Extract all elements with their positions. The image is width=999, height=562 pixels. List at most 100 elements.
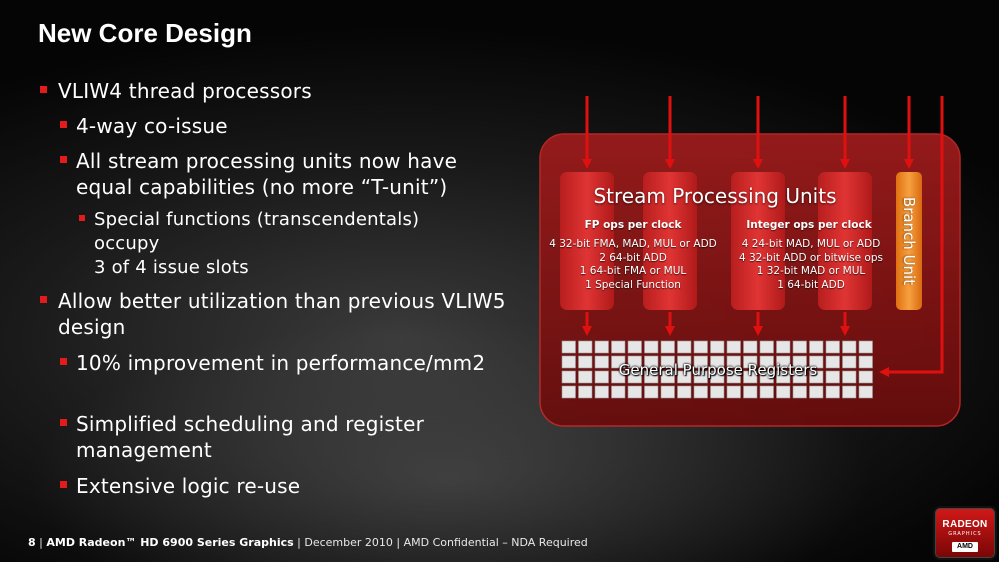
- footer-product: AMD Radeon™ HD 6900 Series Graphics: [46, 536, 294, 549]
- register-cell: [809, 340, 824, 354]
- register-cell: [611, 340, 626, 354]
- bullet-text: Simplified scheduling and register manag…: [76, 412, 425, 462]
- footer-details: | December 2010 | AMD Confidential – NDA…: [297, 536, 588, 549]
- bullet-marker: [60, 481, 67, 488]
- bullet-marker: [60, 358, 67, 365]
- register-cell: [792, 370, 807, 384]
- register-cell: [776, 340, 791, 354]
- register-cell: [759, 385, 774, 399]
- register-cell: [561, 355, 576, 369]
- logo-subtitle: GRAPHICS: [948, 531, 982, 537]
- register-cell: [825, 370, 840, 384]
- register-cell: [710, 385, 725, 399]
- register-cell: [644, 340, 659, 354]
- fp-ops-heading: FP ops per clock: [584, 219, 682, 231]
- register-cell: [578, 355, 593, 369]
- register-cell: [809, 370, 824, 384]
- bullet-marker: [79, 215, 85, 221]
- bullet-item: Allow better utilization than previous V…: [40, 288, 518, 340]
- register-cell: [792, 385, 807, 399]
- bullet-item: 4-way co-issue: [60, 113, 506, 139]
- register-cell: [792, 340, 807, 354]
- register-cell: [825, 340, 840, 354]
- register-cell: [693, 355, 708, 369]
- register-cell: [726, 355, 741, 369]
- register-cell: [627, 385, 642, 399]
- register-cell: [594, 355, 609, 369]
- bullet-marker: [60, 156, 67, 163]
- register-cell: [842, 340, 857, 354]
- bullet-marker: [60, 419, 67, 426]
- stream-unit: [818, 172, 872, 310]
- logo-wordmark: RADEON: [942, 519, 988, 530]
- register-cell: [776, 370, 791, 384]
- page-number: 8: [28, 536, 36, 549]
- register-cell: [561, 370, 576, 384]
- register-cell: [693, 385, 708, 399]
- bullet-item: Special functions (transcendentals) occu…: [79, 208, 474, 280]
- register-cell: [644, 385, 659, 399]
- amd-logo: AMD: [952, 542, 978, 552]
- register-cell: [660, 385, 675, 399]
- register-cell: [726, 340, 741, 354]
- bullet-item: All stream processing units now have equ…: [60, 148, 506, 200]
- branch-unit-label: Branch Unit: [900, 196, 918, 286]
- register-cell: [627, 370, 642, 384]
- bullet-text: Special functions (transcendentals) occu…: [94, 209, 420, 278]
- register-grid: [561, 340, 873, 399]
- bullet-item: Extensive logic re-use: [60, 473, 506, 499]
- stream-processing-title: Stream Processing Units: [593, 184, 837, 208]
- bullet-text: 10% improvement in performance/mm2: [76, 351, 486, 375]
- register-cell: [594, 370, 609, 384]
- bullet-marker: [60, 121, 67, 128]
- register-cell: [627, 340, 642, 354]
- register-cell: [611, 385, 626, 399]
- register-cell: [776, 355, 791, 369]
- branch-return-arrow: [879, 96, 944, 377]
- register-cell: [594, 340, 609, 354]
- footer-separator: |: [39, 536, 47, 549]
- bullet-list: VLIW4 thread processors 4-way co-issue A…: [0, 0, 520, 520]
- register-cell: [677, 355, 692, 369]
- bullet-text: VLIW4 thread processors: [58, 79, 312, 103]
- register-cell: [743, 370, 758, 384]
- register-cell: [611, 355, 626, 369]
- bullet-text: All stream processing units now have equ…: [76, 149, 458, 199]
- register-cell: [842, 355, 857, 369]
- register-cell: [677, 385, 692, 399]
- register-cell: [858, 370, 873, 384]
- slide-title: New Core Design: [38, 18, 252, 48]
- bullet-text: Allow better utilization than previous V…: [58, 289, 506, 339]
- register-cell: [561, 340, 576, 354]
- register-cell: [776, 385, 791, 399]
- register-cell: [644, 370, 659, 384]
- register-cell: [809, 355, 824, 369]
- bullet-item: 10% improvement in performance/mm2: [60, 350, 506, 376]
- register-cell: [578, 385, 593, 399]
- bullet-item: VLIW4 thread processors: [40, 78, 518, 104]
- integer-ops-list: 4 24-bit MAD, MUL or ADD 4 32-bit ADD or…: [738, 238, 883, 291]
- register-cell: [578, 340, 593, 354]
- register-cell: [594, 385, 609, 399]
- register-cell: [743, 340, 758, 354]
- branch-unit-box: [896, 172, 922, 310]
- register-cell: [858, 340, 873, 354]
- register-cell: [627, 355, 642, 369]
- register-cell: [825, 355, 840, 369]
- register-cell: [578, 370, 593, 384]
- register-cell: [858, 355, 873, 369]
- register-cell: [677, 340, 692, 354]
- register-cell: [842, 385, 857, 399]
- register-cell: [561, 385, 576, 399]
- register-cell: [842, 370, 857, 384]
- flow-arrows: [582, 96, 944, 377]
- register-cell: [759, 340, 774, 354]
- register-cell: [726, 385, 741, 399]
- register-cell: [792, 355, 807, 369]
- register-cell: [710, 355, 725, 369]
- register-cell: [710, 370, 725, 384]
- stream-unit: [731, 172, 785, 310]
- footer: 8 | AMD Radeon™ HD 6900 Series Graphics …: [28, 536, 588, 549]
- stream-unit: [560, 172, 614, 310]
- register-cell: [726, 370, 741, 384]
